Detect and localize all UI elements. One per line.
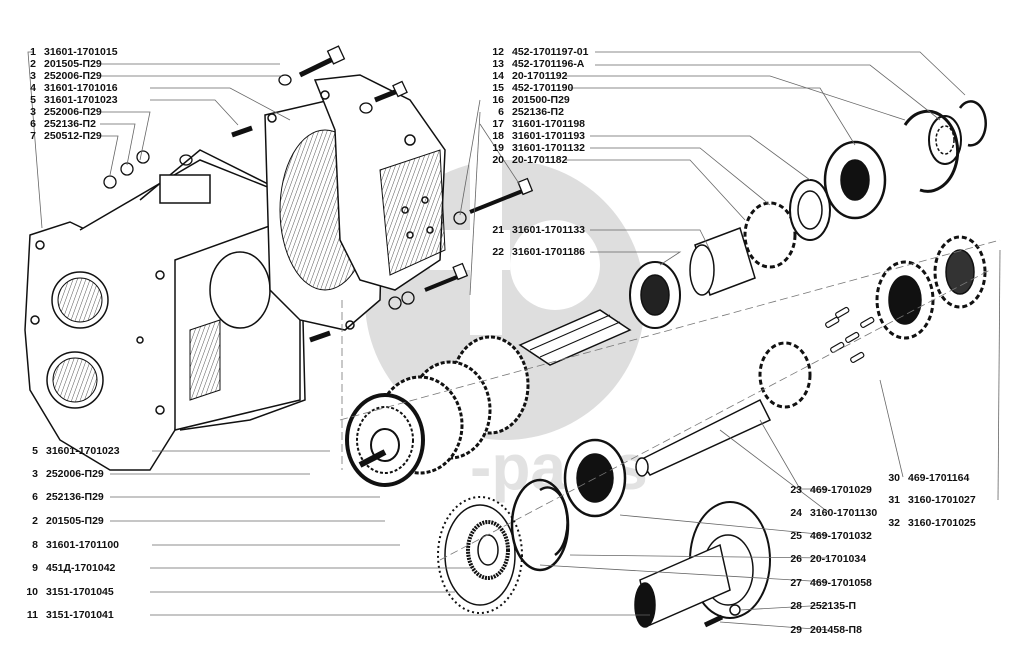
- spline-washer-13: [928, 115, 962, 165]
- washer-19: [789, 179, 831, 241]
- rear-cover: [313, 74, 446, 291]
- bearing-18: [823, 140, 887, 220]
- synchro-hub-32: [933, 235, 987, 309]
- sleeve-21: [689, 227, 756, 296]
- circlip-12: [958, 100, 987, 147]
- gear-20: [743, 201, 797, 269]
- front-cover-27: [634, 501, 771, 628]
- snap-rings-25-26: [510, 478, 570, 572]
- bearing-retainer-9: [437, 496, 523, 614]
- main-shaft-gear-cluster: [345, 309, 632, 487]
- input-shaft-23: [635, 341, 812, 477]
- watermark-cutout: [430, 230, 510, 270]
- watermark-cutout: [510, 220, 600, 310]
- axis-lines: [339, 239, 1001, 561]
- bearing-22: [629, 261, 681, 329]
- snap-ring-14: [903, 109, 960, 193]
- synchro-ring-31: [875, 260, 935, 340]
- leader-lines: [27, 51, 1001, 631]
- gearbox-housing: [24, 149, 306, 471]
